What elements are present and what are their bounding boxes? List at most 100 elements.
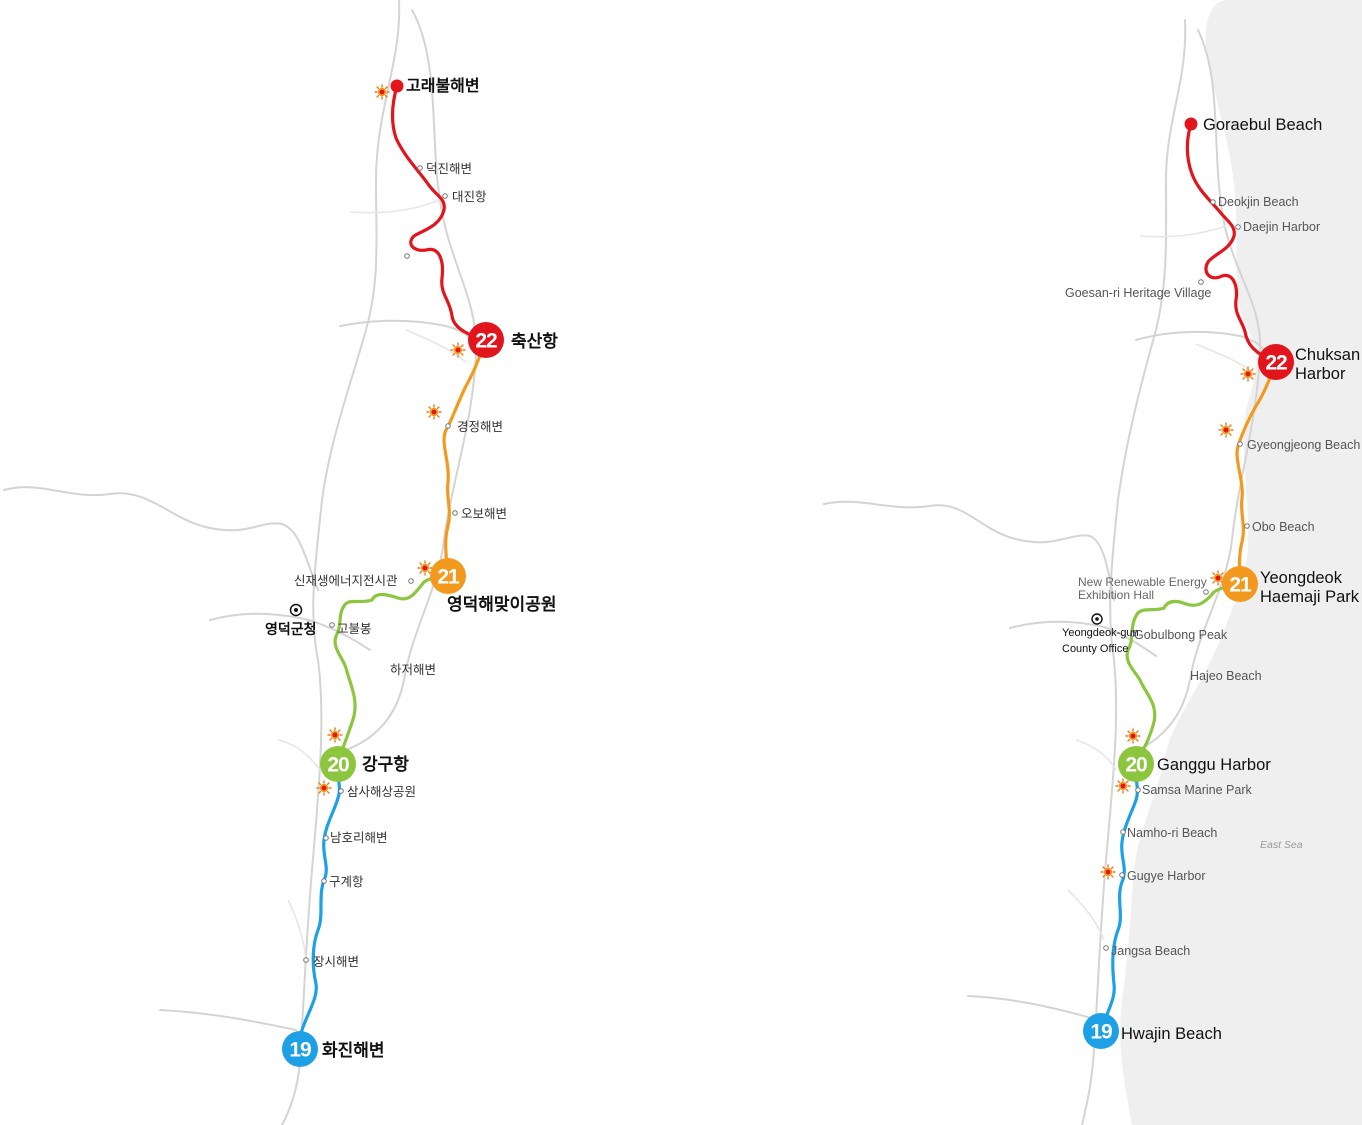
stop-label: Namho-ri Beach [1127, 826, 1217, 840]
stop-label: 오보해변 [461, 506, 507, 521]
station-number: 22 [1265, 352, 1287, 375]
stop-dot-icon [408, 578, 414, 584]
stop-dot-icon [445, 423, 451, 429]
korean-stations: 22 축산항 21 영덕해맞이공원 20 강구항 19 화진해변 [282, 322, 558, 1067]
station-number: 21 [1229, 574, 1252, 597]
stop-label: 대진항 [452, 189, 487, 204]
stop-label: Obo Beach [1252, 520, 1315, 534]
station-name: Haemaji Park [1260, 588, 1360, 606]
station-22: 22 Chuksan Harbor [1258, 344, 1360, 383]
route-section-22 [1185, 122, 1278, 364]
station-name: 축산항 [511, 331, 558, 352]
stop-dot-icon [1120, 829, 1126, 835]
stop-dot-icon [1119, 872, 1125, 878]
stop-dot-icon [1203, 589, 1209, 595]
station-21: 21 영덕해맞이공원 [430, 558, 556, 615]
korean-map: 고래불해변 덕진해변 대진항 경정해변 오보해변 신재생에너지전시관 고불봉 하… [3, 0, 558, 1125]
route-section-20 [333, 574, 450, 764]
station-name: Harbor [1295, 365, 1346, 383]
stop-dot-icon [1130, 631, 1136, 637]
english-map: East Sea [823, 0, 1362, 1125]
stop-label: 구계항 [329, 874, 364, 889]
stop-dot-icon [1103, 945, 1109, 951]
stop-label: 덕진해변 [426, 161, 472, 176]
poi-label: New Renewable Energy [1078, 575, 1207, 589]
poi-label: 신재생에너지전시관 [294, 573, 398, 588]
korean-terminus: 고래불해변 [390, 76, 480, 95]
attraction-burst-icon [1115, 778, 1131, 794]
stop-dot-icon [1210, 199, 1216, 205]
korean-base-roads [3, 0, 479, 1125]
english-county-office: Yeongdeok-gun County Office [1062, 613, 1139, 655]
stop-dot-icon [442, 193, 448, 199]
stop-dot-icon [1237, 441, 1243, 447]
station-19: 19 화진해변 [282, 1031, 385, 1067]
route-section-20 [1125, 582, 1242, 766]
station-name: 영덕해맞이공원 [447, 595, 556, 615]
stop-label: 고불봉 [337, 621, 372, 636]
station-name: 화진해변 [322, 1041, 385, 1061]
station-name: 강구항 [362, 754, 409, 775]
stop-dot-icon [417, 165, 423, 171]
town-label: Yeongdeok-gun [1062, 627, 1139, 639]
route-section-21 [1235, 360, 1278, 586]
station-name: Yeongdeok [1260, 569, 1343, 587]
station-20: 20 강구항 [320, 746, 409, 782]
attraction-burst-icon [450, 342, 466, 358]
stop-label: Hajeo Beach [1190, 669, 1262, 683]
attraction-burst-icon [426, 404, 442, 420]
station-name: Chuksan [1295, 346, 1360, 364]
station-number: 19 [289, 1039, 311, 1062]
stop-label: Goesan-ri Heritage Village [1065, 286, 1211, 300]
stop-label: 장시해변 [313, 954, 359, 969]
terminus-label: 고래불해변 [406, 76, 480, 95]
terminus-dot-icon [390, 79, 404, 93]
korean-route-line [298, 84, 488, 1051]
attraction-burst-icon [417, 560, 433, 576]
english-stops: Deokjin Beach Daejin Harbor Goesan-ri He… [1065, 195, 1360, 958]
attraction-burst-icon [374, 84, 390, 100]
stop-label: 남호리해변 [330, 830, 388, 845]
english-terminus: Goraebul Beach [1184, 116, 1322, 134]
stop-dot-icon [338, 788, 344, 794]
stop-label: 삼사해상공원 [347, 784, 416, 799]
station-21: 21 Yeongdeok Haemaji Park [1222, 566, 1360, 606]
station-number: 20 [1125, 754, 1147, 777]
attraction-burst-icon [1125, 728, 1141, 744]
route-section-19 [298, 760, 342, 1051]
station-19: 19 Hwajin Beach [1083, 1013, 1222, 1049]
stop-label: Gobulbong Peak [1134, 628, 1228, 642]
station-number: 19 [1090, 1021, 1112, 1044]
station-number: 21 [437, 566, 460, 589]
stop-dot-icon [303, 957, 309, 963]
station-name: Ganggu Harbor [1157, 756, 1271, 774]
attraction-burst-icon [316, 780, 332, 796]
stop-label: 하저해변 [390, 662, 436, 677]
korean-stops: 덕진해변 대진항 경정해변 오보해변 신재생에너지전시관 고불봉 하저해변 삼사… [294, 161, 507, 969]
stop-label: Gugye Harbor [1127, 869, 1206, 883]
station-name: Hwajin Beach [1121, 1025, 1222, 1043]
station-20: 20 Ganggu Harbor [1118, 746, 1271, 782]
korean-county-office: 영덕군청 [265, 603, 317, 638]
route-section-21 [442, 338, 488, 578]
stop-label: Gyeongjeong Beach [1247, 438, 1360, 452]
stop-dot-icon [1235, 224, 1241, 230]
stop-dot-icon [404, 253, 410, 259]
stop-dot-icon [323, 835, 329, 841]
sea-label: East Sea [1260, 839, 1303, 851]
stop-label: Jangsa Beach [1111, 944, 1190, 958]
stop-label: Daejin Harbor [1243, 220, 1320, 234]
poi-label: Exhibition Hall [1078, 588, 1154, 602]
stop-dot-icon [1198, 279, 1204, 285]
english-base-roads [823, 19, 1267, 1125]
attraction-burst-icon [1240, 366, 1256, 382]
town-label: County Office [1062, 643, 1128, 655]
stop-dot-icon [452, 510, 458, 516]
stop-dot-icon [1135, 787, 1141, 793]
stop-dot-icon [329, 622, 335, 628]
attraction-burst-icon [327, 727, 343, 743]
route-section-22 [391, 84, 488, 342]
attraction-burst-icon [1100, 864, 1116, 880]
english-route-line [1100, 122, 1278, 1032]
